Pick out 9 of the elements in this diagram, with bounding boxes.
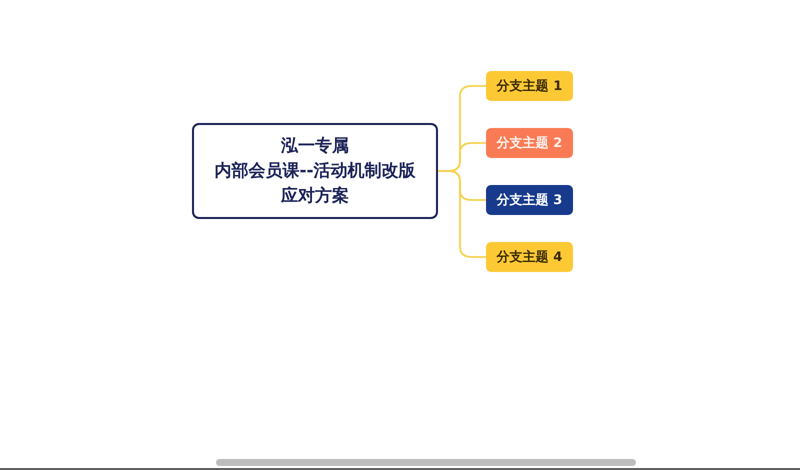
branch-topic-box: 分支主题 1 <box>486 71 573 101</box>
central-topic-box <box>192 123 438 219</box>
topic-text: 泓一专属 <box>281 134 349 158</box>
branch-topic-box: 分支主题 2 <box>486 128 573 158</box>
topic-text: 应对方案 <box>281 184 349 208</box>
branch-topic-box: 分支主题 4 <box>486 242 573 272</box>
connector-line <box>438 170 486 258</box>
topic-text: 内部会员课--活动机制改版 <box>214 160 416 182</box>
branch-topic-box: 分支主题 3 <box>486 185 573 215</box>
